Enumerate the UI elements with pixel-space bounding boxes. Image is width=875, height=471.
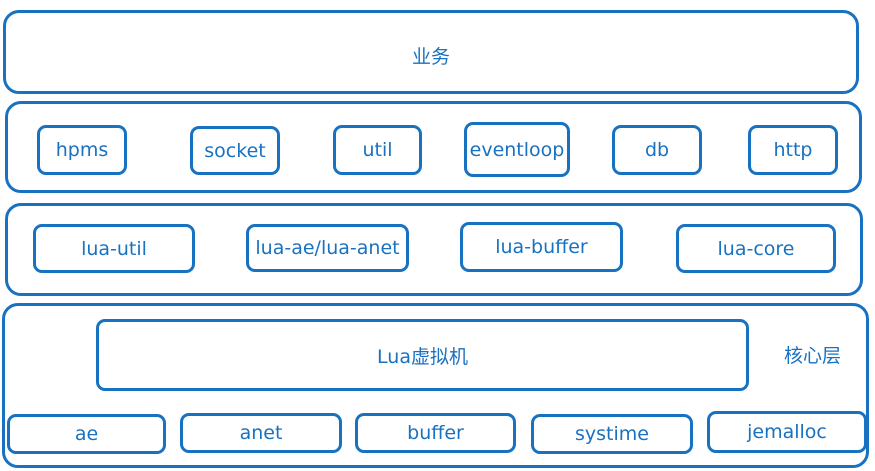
module-jemalloc: jemalloc bbox=[707, 411, 867, 453]
module-lua-core: lua-core bbox=[676, 224, 836, 273]
module-http: http bbox=[748, 125, 838, 175]
module-util: util bbox=[333, 125, 422, 175]
module-db: db bbox=[612, 125, 702, 175]
module-socket: socket bbox=[190, 126, 280, 175]
lua-vm-box: Lua虚拟机 bbox=[96, 319, 749, 391]
module-eventloop: eventloop bbox=[464, 122, 570, 177]
business-layer-label: 业务 bbox=[411, 46, 450, 68]
lua-libs-layer bbox=[5, 203, 863, 296]
module-hpms: hpms bbox=[37, 125, 127, 175]
module-lua-ae-anet: lua-ae/lua-anet bbox=[246, 224, 409, 272]
module-ae: ae bbox=[7, 414, 166, 454]
module-lua-buffer: lua-buffer bbox=[460, 222, 623, 272]
module-systime: systime bbox=[531, 414, 693, 454]
module-anet: anet bbox=[180, 413, 342, 453]
core-layer bbox=[2, 303, 869, 468]
module-buffer: buffer bbox=[355, 413, 516, 453]
business-layer: 业务 bbox=[3, 10, 859, 94]
core-layer-label: 核心层 bbox=[784, 345, 842, 367]
module-lua-util: lua-util bbox=[33, 224, 195, 273]
libs-layer bbox=[5, 101, 862, 193]
